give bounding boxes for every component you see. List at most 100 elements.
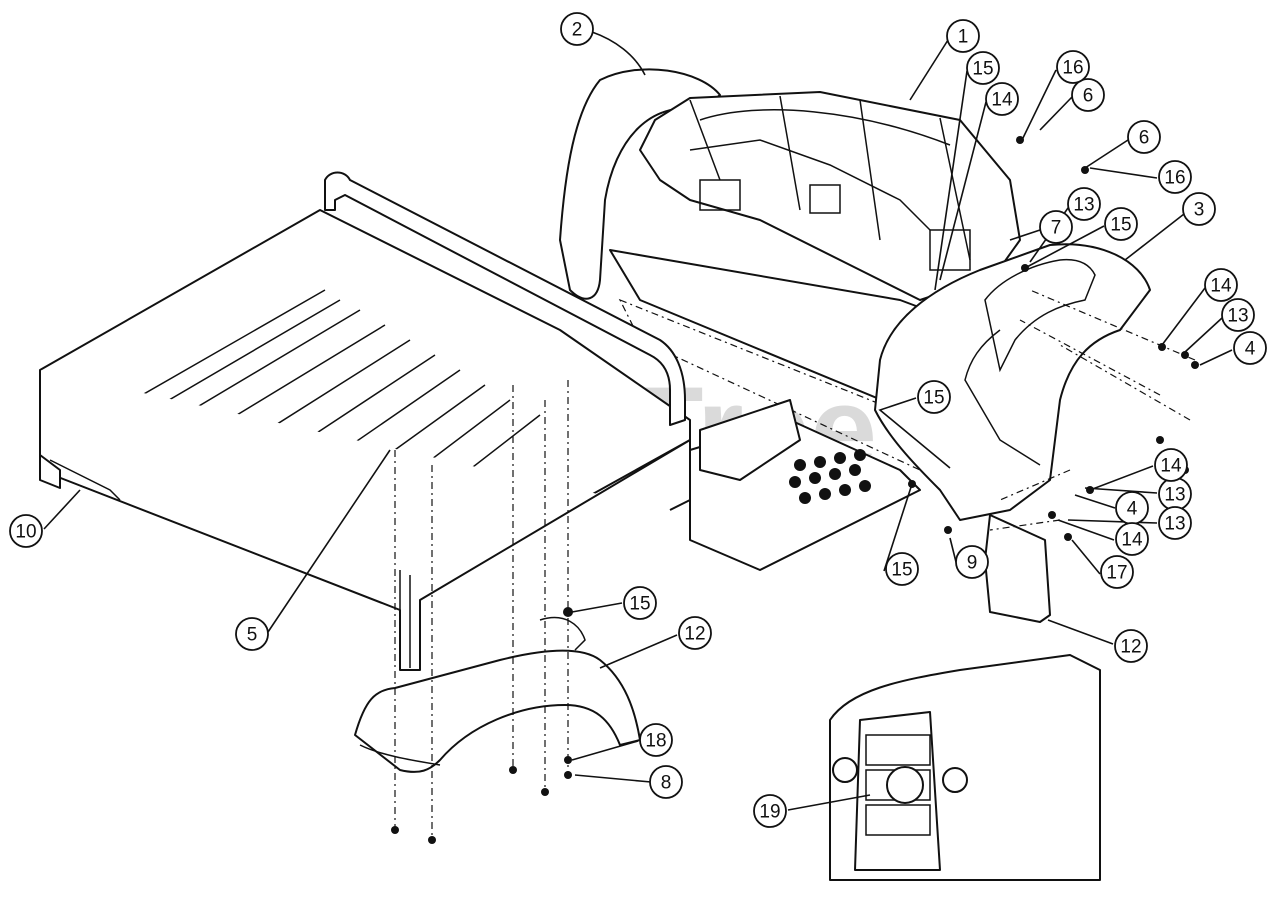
callout-c16b: 16 xyxy=(1158,160,1192,194)
callout-c15a: 15 xyxy=(966,51,1000,85)
inset-detail xyxy=(829,654,1101,881)
callout-circle xyxy=(639,723,673,757)
callout-label: 8 xyxy=(661,773,672,794)
right-fender xyxy=(874,243,1151,521)
callout-c14c: 14 xyxy=(1154,448,1188,482)
callout-c8: 8 xyxy=(649,765,683,799)
callout-c18: 18 xyxy=(639,723,673,757)
callout-circle xyxy=(1154,448,1188,482)
mud-flap-right xyxy=(984,514,1051,623)
callout-label: 13 xyxy=(1073,195,1094,216)
callout-circle xyxy=(985,82,1019,116)
callout-circle xyxy=(1056,50,1090,84)
callout-label: 19 xyxy=(759,802,780,823)
callout-circle xyxy=(1100,555,1134,589)
callout-c15e: 15 xyxy=(623,586,657,620)
callout-label: 13 xyxy=(1164,514,1185,535)
callout-circle xyxy=(560,12,594,46)
callout-circle xyxy=(649,765,683,799)
callout-circle xyxy=(623,586,657,620)
callout-c13a: 13 xyxy=(1067,187,1101,221)
callout-label: 14 xyxy=(1210,276,1232,297)
callout-c16a: 16 xyxy=(1056,50,1090,84)
callout-c13b: 13 xyxy=(1221,298,1255,332)
callout-c12b: 12 xyxy=(1114,629,1148,663)
callout-label: 14 xyxy=(991,90,1013,111)
callout-circle xyxy=(885,552,919,586)
callout-label: 2 xyxy=(572,20,583,41)
callout-label: 15 xyxy=(891,560,912,581)
callout-label: 16 xyxy=(1062,58,1083,79)
callout-circle xyxy=(955,545,989,579)
callout-label: 12 xyxy=(1120,637,1141,658)
callout-circle xyxy=(1115,522,1149,556)
callout-label: 16 xyxy=(1164,168,1185,189)
callout-circle xyxy=(1114,629,1148,663)
cargo-bed xyxy=(39,171,691,671)
callout-label: 4 xyxy=(1245,339,1256,360)
callout-c4a: 4 xyxy=(1233,331,1267,365)
callout-c6a: 6 xyxy=(1071,78,1105,112)
callout-circle xyxy=(9,514,43,548)
callout-label: 5 xyxy=(247,625,258,646)
callout-circle xyxy=(1221,298,1255,332)
callout-c14d: 14 xyxy=(1115,522,1149,556)
callout-c14a: 14 xyxy=(985,82,1019,116)
callout-c15d: 15 xyxy=(885,552,919,586)
callout-circle xyxy=(966,51,1000,85)
callout-circle xyxy=(1071,78,1105,112)
callout-label: 13 xyxy=(1227,306,1248,327)
callout-circle xyxy=(235,617,269,651)
callout-c10: 10 xyxy=(9,514,43,548)
callout-label: 15 xyxy=(923,388,944,409)
callout-label: 4 xyxy=(1127,499,1138,520)
callout-group: 1234456678910121213131313141414141515151… xyxy=(9,12,1267,828)
callout-circle xyxy=(1067,187,1101,221)
callout-label: 1 xyxy=(958,27,969,48)
callout-label: 9 xyxy=(967,553,978,574)
callout-c1: 1 xyxy=(946,19,980,53)
callout-circle xyxy=(1104,207,1138,241)
callout-label: 14 xyxy=(1121,530,1143,551)
leader-lines xyxy=(43,31,1233,811)
fastener-guides xyxy=(394,289,1196,840)
callout-c5: 5 xyxy=(235,617,269,651)
callout-label: 18 xyxy=(645,731,666,752)
callout-c3: 3 xyxy=(1182,192,1216,226)
callout-c12a: 12 xyxy=(678,616,712,650)
callout-circle xyxy=(1127,120,1161,154)
callout-circle xyxy=(917,380,951,414)
callout-circle xyxy=(1158,160,1192,194)
callout-c19: 19 xyxy=(753,794,787,828)
callout-c13c: 13 xyxy=(1158,477,1192,511)
callout-label: 14 xyxy=(1160,456,1182,477)
callout-circle xyxy=(1204,268,1238,302)
callout-circle xyxy=(946,19,980,53)
callout-circle xyxy=(1158,506,1192,540)
callout-circle xyxy=(753,794,787,828)
callout-label: 15 xyxy=(629,594,650,615)
callout-circle xyxy=(1039,210,1073,244)
floor-plate xyxy=(618,298,921,571)
callout-label: 6 xyxy=(1083,86,1094,107)
callout-c17: 17 xyxy=(1100,555,1134,589)
callout-circle xyxy=(1233,331,1267,365)
callout-c13d: 13 xyxy=(1158,506,1192,540)
callout-label: 10 xyxy=(15,522,36,543)
callout-label: 13 xyxy=(1164,485,1185,506)
callout-label: 6 xyxy=(1139,128,1150,149)
callout-circle xyxy=(678,616,712,650)
callout-c9: 9 xyxy=(955,545,989,579)
fasteners xyxy=(391,136,1199,844)
callout-label: 17 xyxy=(1106,563,1127,584)
callout-label: 12 xyxy=(684,624,705,645)
rear-wheel-fender xyxy=(354,616,641,773)
callout-circle xyxy=(1182,192,1216,226)
callout-label: 15 xyxy=(972,59,993,80)
callout-c15c: 15 xyxy=(917,380,951,414)
callout-c14b: 14 xyxy=(1204,268,1238,302)
callout-c4b: 4 xyxy=(1115,491,1149,525)
callout-label: 15 xyxy=(1110,215,1131,236)
callout-label: 3 xyxy=(1194,200,1205,221)
